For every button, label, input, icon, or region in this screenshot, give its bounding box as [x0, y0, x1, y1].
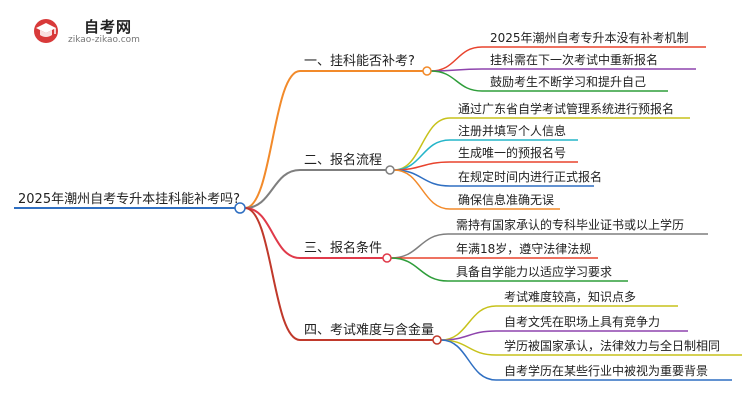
branch-connector	[244, 70, 301, 209]
brand-url: zikao-zikao.com	[68, 35, 140, 45]
branch-topic[interactable]: 一、挂科能否补考?	[304, 54, 415, 69]
brand-logo: 自考网 zikao-zikao.com	[32, 14, 152, 50]
leaf-topic[interactable]: 生成唯一的预报名号	[458, 145, 566, 160]
leaf-topic[interactable]: 2025年潮州自考专升本没有补考机制	[490, 30, 689, 45]
collapse-toggle[interactable]	[432, 335, 442, 345]
brand-name: 自考网	[84, 18, 133, 36]
leaf-connector	[430, 70, 483, 92]
leaf-topic[interactable]: 自考文凭在职场上具有竞争力	[504, 314, 660, 329]
leaf-connector	[390, 233, 449, 259]
branch-connector	[244, 207, 301, 259]
leaf-topic[interactable]: 鼓励考生不断学习和提升自己	[490, 74, 646, 89]
leaf-topic[interactable]: 年满18岁，遵守法律法规	[456, 241, 591, 256]
leaf-topic[interactable]: 通过广东省自学考试管理系统进行预报名	[458, 101, 674, 116]
leaf-topic[interactable]: 确保信息准确无误	[458, 192, 554, 207]
collapse-toggle[interactable]	[382, 253, 392, 263]
leaf-topic[interactable]: 需持有国家承认的专科毕业证书或以上学历	[456, 217, 684, 232]
collapse-toggle[interactable]	[422, 66, 432, 76]
leaf-connector	[393, 117, 451, 171]
leaf-connector	[440, 339, 497, 381]
root-topic[interactable]: 2025年潮州自考专升本挂科能补考吗?	[18, 192, 240, 207]
root-collapse-toggle[interactable]	[234, 202, 246, 214]
branch-connector	[244, 207, 301, 341]
leaf-connector	[390, 257, 449, 282]
leaf-topic[interactable]: 考试难度较高，知识点多	[504, 289, 636, 304]
branch-topic[interactable]: 四、考试难度与含金量	[304, 322, 434, 338]
leaf-topic[interactable]: 具备自学能力以适应学习要求	[456, 264, 612, 279]
leaf-topic[interactable]: 挂科需在下一次考试中重新报名	[490, 52, 658, 67]
leaf-connector	[430, 46, 483, 72]
leaf-connector	[440, 339, 497, 356]
leaf-connector	[393, 169, 451, 187]
leaf-topic[interactable]: 在规定时间内进行正式报名	[458, 169, 602, 184]
leaf-connector	[393, 169, 451, 210]
branch-connector	[244, 169, 301, 209]
leaf-topic[interactable]: 注册并填写个人信息	[458, 123, 566, 138]
graduation-cap-icon	[34, 19, 58, 43]
branch-topic[interactable]: 三、报名条件	[304, 240, 382, 256]
branch-topic[interactable]: 二、报名流程	[304, 152, 382, 168]
leaf-topic[interactable]: 学历被国家承认，法律效力与全日制相同	[504, 338, 720, 353]
leaf-topic[interactable]: 自考学历在某些行业中被视为重要背景	[504, 363, 708, 378]
collapse-toggle[interactable]	[385, 165, 395, 175]
